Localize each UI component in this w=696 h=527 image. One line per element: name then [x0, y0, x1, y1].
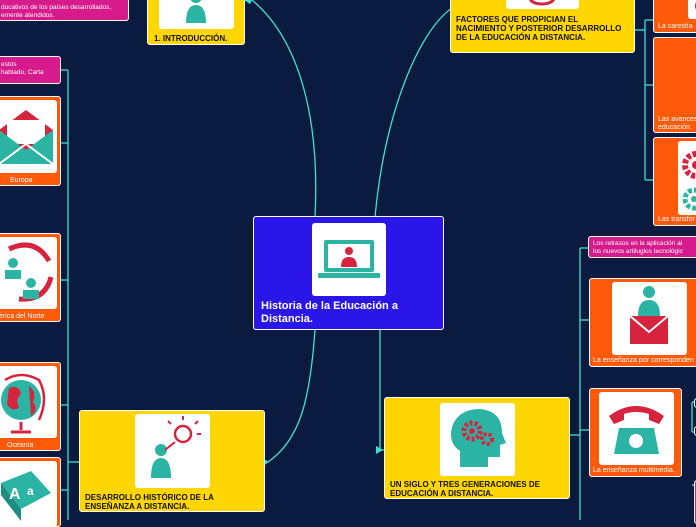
topic-label: FACTORES QUE PROPICIAN EL NACIMIENTO Y P… [456, 15, 622, 42]
card-icon-box [0, 237, 57, 309]
card-oceania[interactable]: Oceanía [0, 362, 61, 451]
central-title: Historia de la Educación a Distancia. [261, 300, 398, 325]
topic-label: 1. INTRODUCCIÓN. [154, 34, 228, 43]
topic-label: DESARROLLO HISTÓRICO DE LA ENSEÑANZA A D… [85, 493, 214, 511]
card-icon-box [688, 0, 696, 19]
svg-text:a: a [27, 484, 34, 498]
gear-icon [528, 0, 556, 6]
book-letters-icon: A a [1, 471, 51, 521]
card-america-norte[interactable]: érica del Norte [0, 233, 61, 322]
card-label: La enseñanza por corresponden [593, 357, 694, 364]
people-cycle-icon [5, 242, 54, 302]
card-label: érica del Norte [0, 313, 45, 320]
card-icon-box [0, 100, 57, 173]
coin-icon [695, 2, 696, 10]
card-label: Las avances [658, 116, 696, 123]
note-text: ducativos de los países desarrollados, [1, 4, 112, 11]
intro-icon-box [159, 0, 234, 29]
card-icon-box [0, 366, 57, 438]
note-text: estos [1, 61, 17, 68]
note-text: hablado, Carta [1, 69, 44, 76]
card-label: Las transfor [658, 216, 695, 223]
card-europa[interactable]: Europa [0, 96, 61, 186]
topic-label: UN SIGLO Y TRES GENERACIONES DE EDUCACIÓ… [390, 480, 540, 498]
card-transformaciones[interactable]: Las transfor [653, 137, 696, 226]
card-icon-box [599, 392, 674, 465]
card-label: educación. [658, 124, 692, 131]
note-top-left[interactable]: ducativos de los países desarrollados, e… [0, 0, 129, 21]
card-multimedia[interactable]: La enseñanza multimedia. [589, 388, 682, 477]
head-gears-icon [451, 409, 506, 467]
topic-siglo[interactable]: UN SIGLO Y TRES GENERACIONES DE EDUCACIÓ… [384, 397, 570, 499]
card-carestia[interactable]: La carestía [653, 0, 696, 33]
siglo-icon-box [440, 403, 515, 476]
card-correspondencia[interactable]: La enseñanza por corresponden [589, 278, 696, 367]
idea-person-icon [151, 416, 201, 478]
central-icon-box [312, 223, 386, 296]
topic-intro[interactable]: 1. INTRODUCCIÓN. [147, 0, 245, 45]
envelope-icon [0, 110, 54, 165]
card-label: La carestía [658, 23, 693, 30]
topic-factores[interactable]: FACTORES QUE PROPICIAN EL NACIMIENTO Y P… [450, 0, 635, 53]
central-node[interactable]: Historia de la Educación a Distancia. [253, 216, 444, 330]
card-icon-box [678, 141, 696, 215]
phone-icon [609, 406, 664, 454]
card-avances[interactable]: Las avances educación. [653, 37, 696, 133]
topic-desarrollo[interactable]: DESARROLLO HISTÓRICO DE LA ENSEÑANZA A D… [79, 410, 265, 512]
note-left[interactable]: estos hablado, Carta [0, 56, 61, 84]
gears-icon [682, 151, 696, 211]
note-right[interactable]: Los retrasos en la aplicación al los nue… [588, 236, 696, 258]
card-languages[interactable]: A a [0, 457, 61, 527]
note-text: los nuevos artilugios tecnológic [593, 248, 683, 255]
desarrollo-icon-box [135, 414, 210, 488]
note-text: emente atendidos. [1, 12, 55, 19]
svg-text:A: A [9, 486, 21, 503]
mail-person-icon [629, 286, 669, 344]
card-icon-box [612, 282, 687, 355]
card-icon-box: A a [0, 461, 57, 527]
factores-icon-box [506, 0, 579, 9]
globe-icon [1, 373, 46, 434]
note-text: Los retrasos en la aplicación al [593, 240, 683, 247]
laptop-user-icon [318, 240, 380, 278]
edge-stub[interactable] [694, 426, 696, 436]
card-label: Oceanía [7, 442, 34, 449]
card-label: Europa [10, 177, 33, 184]
edge-stub[interactable] [694, 398, 696, 408]
card-label: La enseñanza multimedia. [593, 467, 675, 474]
person-icon [186, 0, 206, 23]
